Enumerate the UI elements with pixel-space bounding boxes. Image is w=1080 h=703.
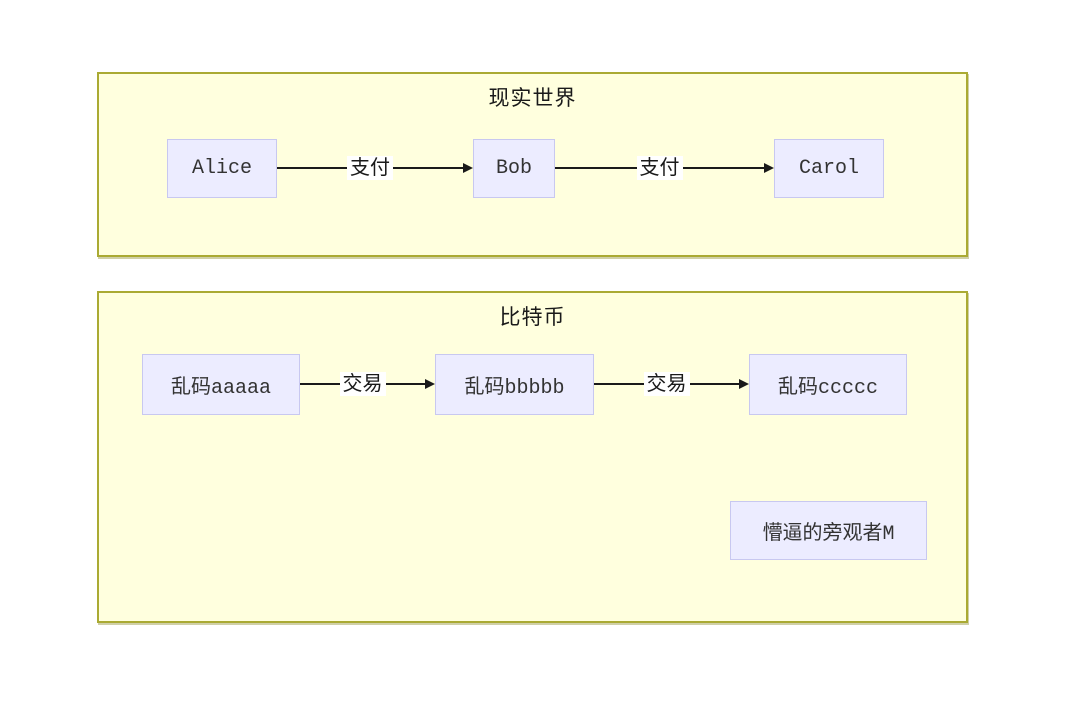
edge-line	[385, 383, 425, 385]
node-alice: Alice	[167, 139, 277, 198]
edge-line	[682, 167, 764, 169]
panel-real-world-title: 现实世界	[488, 87, 577, 110]
edge-line	[594, 383, 644, 385]
edge-line	[555, 167, 637, 169]
edge-line	[393, 167, 463, 169]
edge-a-to-b: 交易	[300, 372, 435, 396]
node-address-a: 乱码aaaaa	[142, 354, 300, 415]
edge-label: 支付	[347, 156, 393, 180]
panel-real-world: 现实世界 Alice 支付 Bob 支付 Carol	[97, 72, 968, 257]
arrowhead-right-icon	[764, 163, 774, 173]
node-bob: Bob	[473, 139, 555, 198]
edge-label: 交易	[643, 372, 690, 396]
node-observer-m: 懵逼的旁观者M	[730, 501, 927, 560]
edge-label: 交易	[339, 372, 386, 396]
node-address-c: 乱码ccccc	[749, 354, 907, 415]
node-address-b: 乱码bbbbb	[435, 354, 594, 415]
panel-bitcoin-title: 比特币	[499, 306, 566, 329]
edge-b-to-c: 交易	[594, 372, 749, 396]
edge-label: 支付	[636, 156, 683, 180]
arrowhead-right-icon	[463, 163, 473, 173]
edge-alice-to-bob: 支付	[277, 156, 473, 180]
arrowhead-right-icon	[425, 379, 435, 389]
arrowhead-right-icon	[739, 379, 749, 389]
edge-line	[277, 167, 347, 169]
edge-line	[689, 383, 739, 385]
edge-line	[300, 383, 340, 385]
edge-bob-to-carol: 支付	[555, 156, 774, 180]
node-carol: Carol	[774, 139, 884, 198]
panel-bitcoin: 比特币 乱码aaaaa 交易 乱码bbbbb 交易 乱码ccccc 懵逼的旁观者…	[97, 291, 968, 623]
